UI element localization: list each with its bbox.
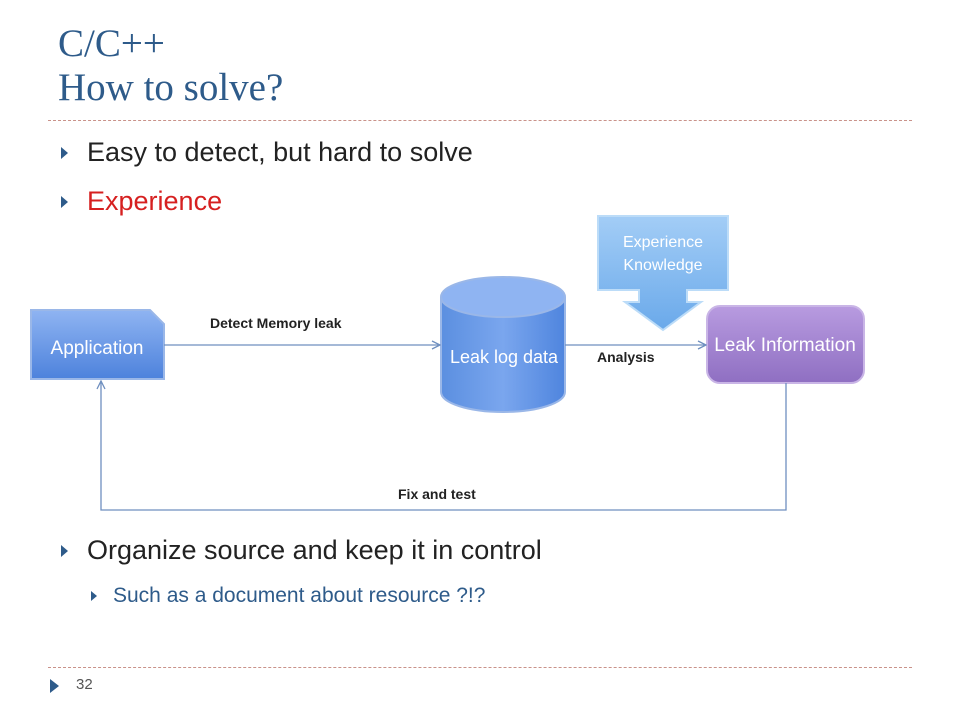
experience-knowledge-callout bbox=[597, 215, 729, 332]
fix-and-test-label: Fix and test bbox=[398, 486, 476, 502]
sub-bullet-arrow-icon bbox=[91, 591, 97, 601]
bullet-easy-detect: Easy to detect, but hard to solve bbox=[61, 137, 473, 168]
leak-information-label: Leak Information bbox=[714, 334, 856, 356]
slide-title: C/C++ How to solve? bbox=[58, 22, 283, 110]
bullet-text: Such as a document about resource ?!? bbox=[113, 584, 486, 607]
bullet-experience: Experience bbox=[61, 186, 222, 217]
application-node bbox=[30, 309, 165, 380]
page-number: 32 bbox=[76, 676, 93, 693]
bullet-organize-source: Organize source and keep it in control bbox=[61, 535, 542, 566]
detect-memory-leak-label: Detect Memory leak bbox=[210, 315, 342, 331]
fix-connector bbox=[101, 381, 787, 511]
application-label: Application bbox=[50, 338, 144, 359]
title-divider bbox=[48, 120, 912, 121]
experience-knowledge-label: Experience Knowledge bbox=[622, 234, 704, 274]
bullet-text: Easy to detect, but hard to solve bbox=[87, 137, 473, 167]
leak-log-label: Leak log data bbox=[449, 347, 559, 367]
footer-divider bbox=[48, 667, 912, 668]
bullet-arrow-icon bbox=[61, 146, 68, 159]
bullet-text: Experience bbox=[87, 186, 223, 216]
bullet-arrow-icon bbox=[61, 544, 68, 557]
leak-log-cylinder bbox=[440, 276, 566, 413]
analysis-label: Analysis bbox=[597, 349, 655, 365]
bullet-text: Organize source and keep it in control bbox=[87, 535, 542, 565]
footer-arrow-icon bbox=[50, 679, 59, 693]
title-line-2: How to solve? bbox=[58, 66, 284, 109]
title-line-1: C/C++ bbox=[58, 22, 165, 65]
bullet-arrow-icon bbox=[61, 195, 68, 208]
sub-bullet-document: Such as a document about resource ?!? bbox=[91, 584, 485, 608]
